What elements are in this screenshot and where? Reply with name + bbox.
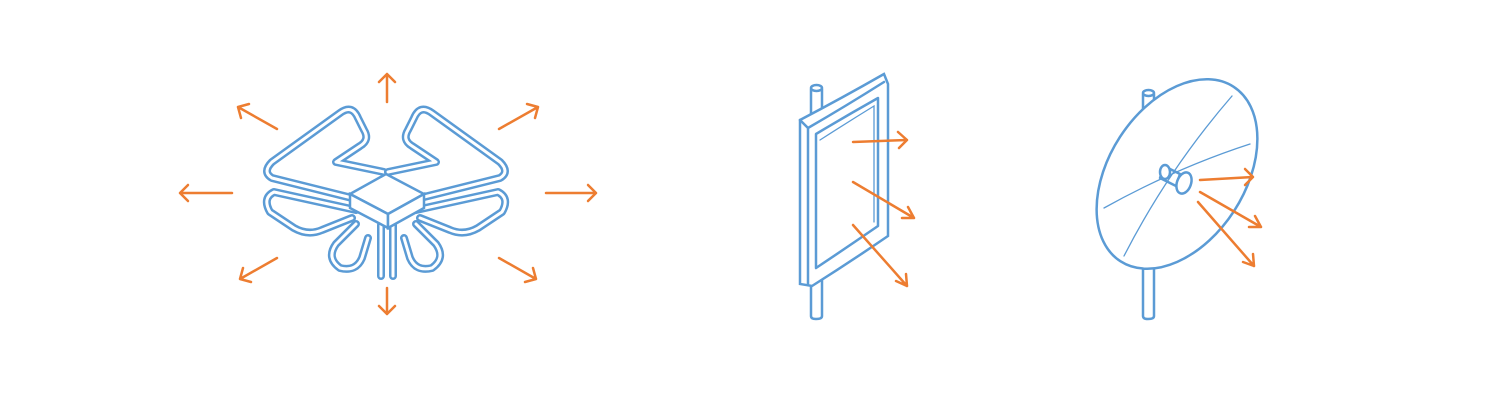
dish-arrow-bottom bbox=[1196, 200, 1256, 268]
dish-arrow-top bbox=[1198, 167, 1255, 187]
omni-arrow-down-left bbox=[238, 256, 279, 284]
omni-arrow-right bbox=[544, 183, 598, 203]
omni-hub-right bbox=[386, 191, 426, 231]
dish-radiation-arrows bbox=[1196, 167, 1263, 268]
omnidirectional-antenna-icon bbox=[178, 72, 598, 316]
panel-mast-cap bbox=[809, 83, 824, 93]
panel-arrow-bottom bbox=[851, 223, 909, 288]
omni-arrow-down bbox=[377, 286, 397, 316]
dish-antenna-icon bbox=[1095, 77, 1263, 321]
omni-arrow-down-right bbox=[497, 256, 538, 284]
panel-antenna-icon bbox=[798, 72, 916, 321]
panel-arrow-middle bbox=[851, 180, 916, 220]
omni-arrow-left bbox=[178, 183, 234, 203]
omni-arrow-up bbox=[377, 72, 397, 104]
dish-feed-horn bbox=[1158, 163, 1193, 195]
omni-arrow-up-left bbox=[236, 102, 279, 131]
dish-mast-cap bbox=[1141, 88, 1156, 98]
omni-radiation-arrows bbox=[178, 72, 598, 316]
panel-inner-face bbox=[814, 96, 880, 270]
panel-front-edge bbox=[798, 80, 886, 286]
panel-arrow-top bbox=[851, 130, 909, 150]
panel-inner-bevel bbox=[819, 104, 875, 223]
panel-radiation-arrows bbox=[851, 130, 916, 288]
omni-arrow-up-right bbox=[497, 102, 540, 131]
omni-cable bbox=[377, 221, 397, 280]
dish-reflector bbox=[1095, 77, 1259, 271]
dish-arrow-middle bbox=[1198, 190, 1263, 229]
